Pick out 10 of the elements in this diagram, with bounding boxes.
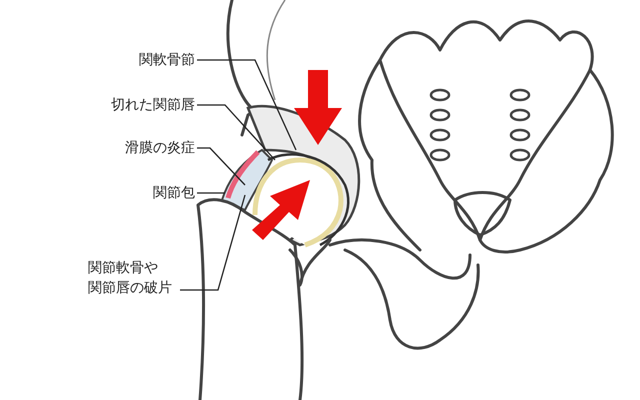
- leader-line: [180, 194, 246, 291]
- leader-line: [197, 104, 276, 160]
- part-label: 関節包: [153, 183, 195, 203]
- part-label: 切れた関節唇: [111, 95, 195, 115]
- leader-line: [197, 147, 246, 186]
- part-label: 関節軟骨や関節唇の破片: [88, 258, 172, 298]
- part-label: 滑膜の炎症: [125, 138, 195, 158]
- leader-line: [197, 192, 225, 194]
- leader-line: [197, 59, 297, 150]
- part-label: 関軟骨節: [139, 50, 195, 70]
